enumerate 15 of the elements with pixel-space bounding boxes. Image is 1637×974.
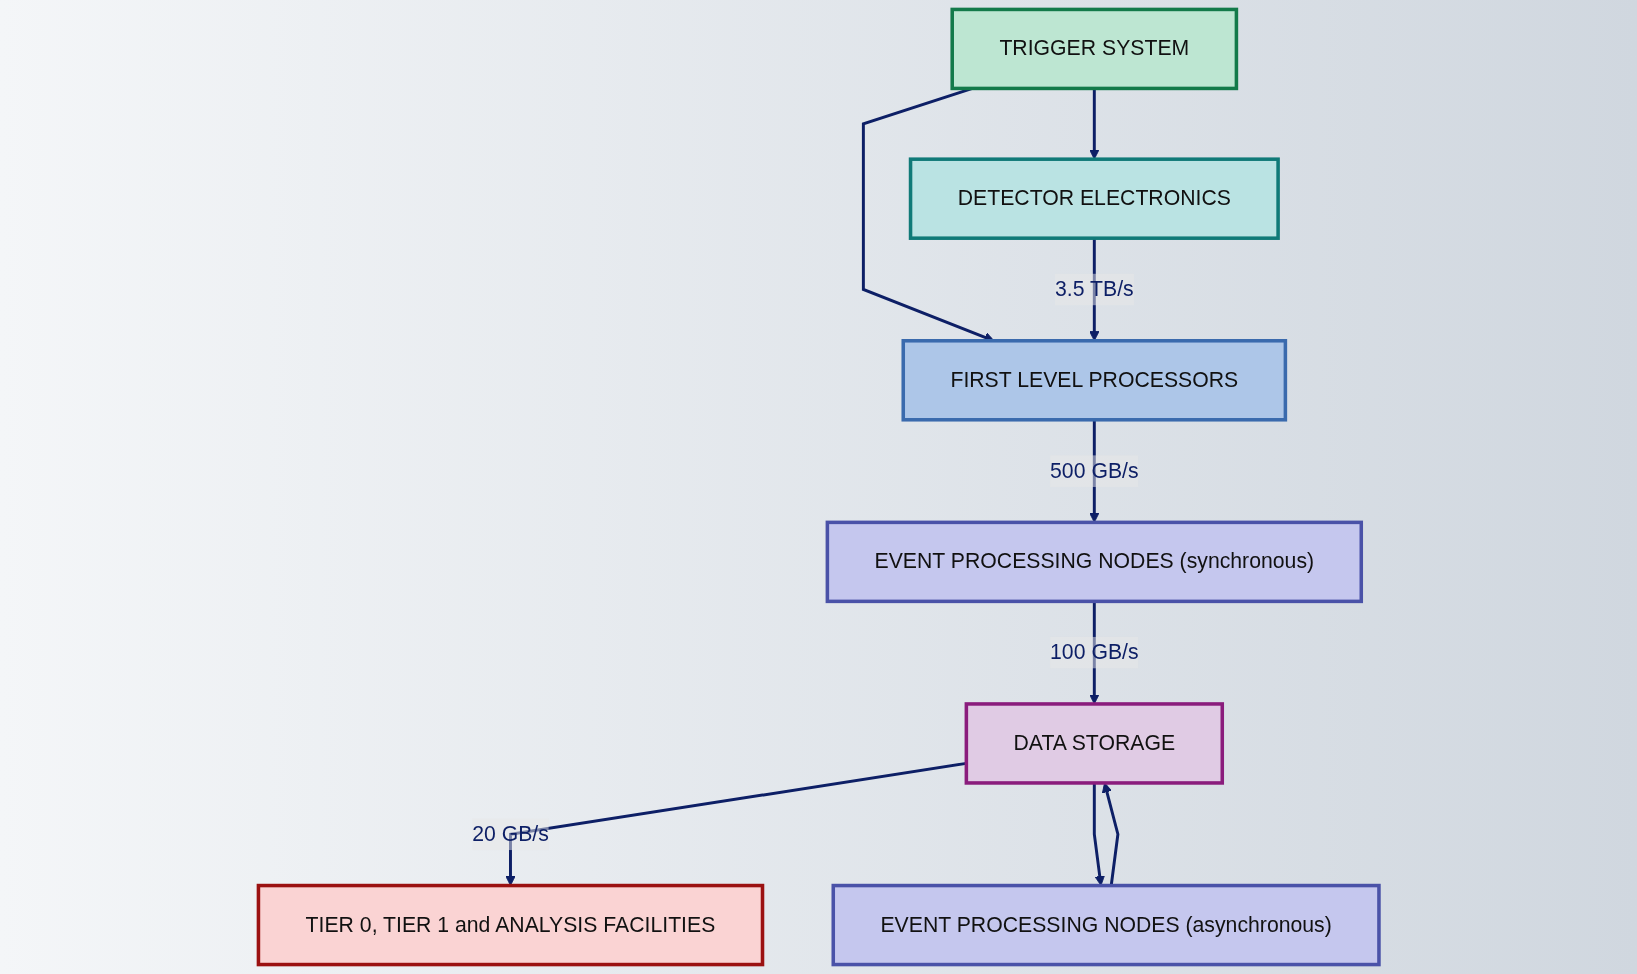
arrow [1088, 419, 1100, 523]
node-box: FIRST LEVEL PROCESSORS [901, 339, 1287, 422]
arrow [1092, 782, 1105, 886]
node-box: DATA STORAGE [964, 702, 1224, 785]
edge-label: 3.5 TB/s [1054, 277, 1134, 301]
node-box: EVENT PROCESSING NODES (asynchronous) [831, 883, 1381, 967]
node-box: TIER 0, TIER 1 and ANALYSIS FACILITIES [256, 883, 765, 967]
node-box: TRIGGER SYSTEM [950, 7, 1238, 91]
edge-label: 500 GB/s [1049, 458, 1139, 483]
node-box: EVENT PROCESSING NODES (synchronous) [825, 520, 1363, 604]
node-box: DETECTOR ELECTRONICS [908, 157, 1280, 240]
arrow [1088, 88, 1100, 160]
edge-label: 20 GB/s [471, 821, 549, 846]
edge-label: 100 GB/s [1049, 640, 1139, 664]
arrow [1101, 782, 1120, 886]
